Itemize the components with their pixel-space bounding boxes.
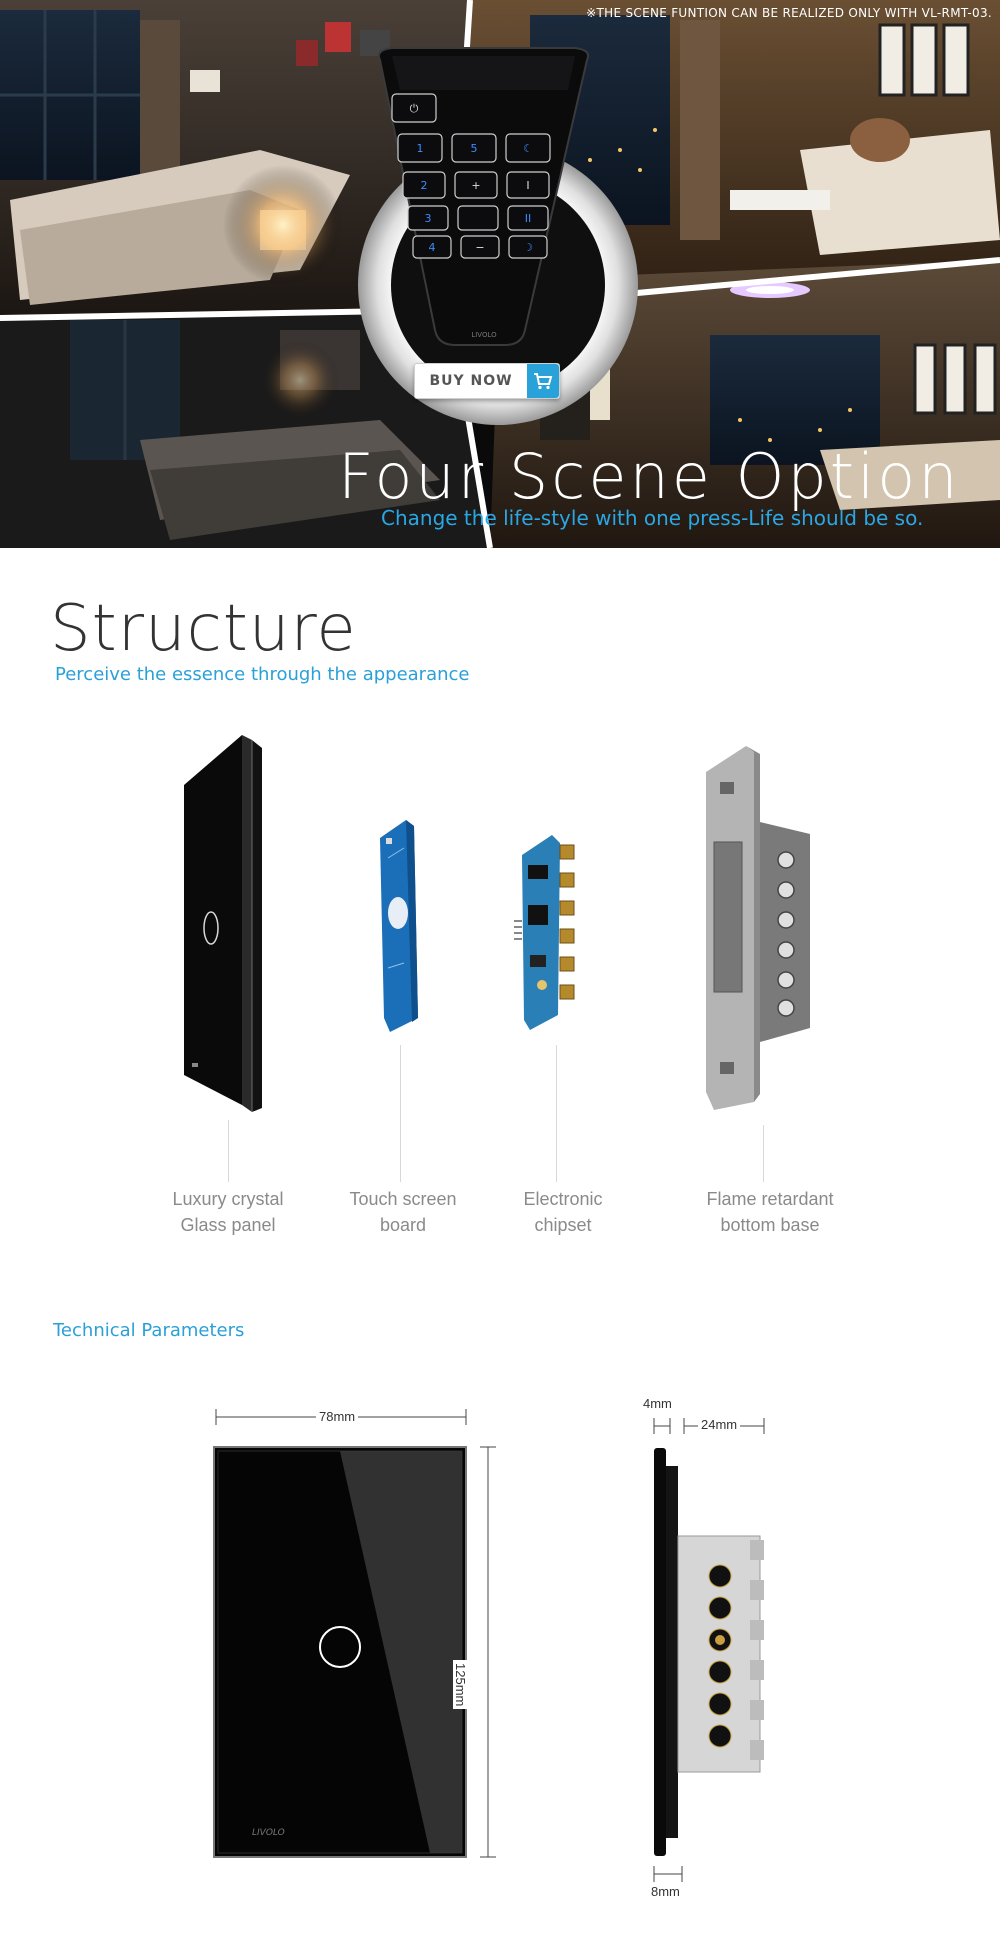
buy-now-label: BUY NOW: [429, 373, 513, 389]
component-label-line: board: [379, 1215, 427, 1235]
remote-key: [460, 235, 500, 259]
leader-line: [228, 1120, 229, 1182]
remote-key: [457, 205, 499, 231]
remote-key: [451, 133, 497, 163]
side-view-drawing: [653, 1418, 765, 1882]
touch-screen-board-image: [380, 820, 418, 1032]
remote-key-label: ☾: [523, 142, 533, 155]
electronic-chipset-image: [514, 835, 575, 1030]
width-dimension: 78mm: [316, 1409, 359, 1424]
remote-key: [407, 205, 449, 231]
remote-key-label: 1: [417, 142, 424, 155]
hero-subtitle: Change the life-style with one press-Lif…: [381, 506, 924, 530]
component-label-bottom-base: Flame retardant bottom base: [680, 1186, 860, 1238]
structure-title: Structure: [50, 592, 357, 666]
remote-key: [507, 205, 549, 231]
component-label-line: chipset: [534, 1215, 592, 1235]
glass-panel-image: [184, 735, 262, 1112]
component-label-line: Glass panel: [180, 1215, 276, 1235]
remote-key: [412, 235, 452, 259]
depth-dimension: 24mm: [698, 1417, 741, 1432]
buy-now-button[interactable]: BUY NOW: [414, 363, 560, 399]
glass-thickness-dimension: 4mm: [640, 1396, 675, 1411]
bottom-base-image: [706, 746, 810, 1110]
structure-subtitle: Perceive the essence through the appeara…: [55, 664, 470, 685]
remote-key-label: +: [471, 179, 480, 192]
component-label-line: Touch screen: [349, 1189, 457, 1209]
leader-line: [400, 1045, 401, 1182]
component-label-line: Luxury crystal: [172, 1189, 284, 1209]
total-thickness-dimension: 8mm: [648, 1884, 683, 1899]
component-label-electronic-chipset: Electronic chipset: [473, 1186, 653, 1238]
remote-key-label: ☽: [523, 241, 533, 254]
remote-key-label: I: [526, 179, 529, 192]
remote-key-label: 5: [471, 142, 478, 155]
remote-key: [505, 133, 551, 163]
remote-key: [391, 93, 437, 123]
technical-parameters-title: Technical Parameters: [53, 1320, 245, 1341]
remote-key-label: II: [525, 212, 532, 225]
remote-brand-label: LIVOLO: [471, 331, 497, 339]
panel-brand-label: LIVOLO: [252, 1828, 285, 1838]
remote-key-label: ⏻: [410, 102, 419, 115]
remote-key-label: −: [475, 241, 484, 254]
remote-key: [508, 235, 548, 259]
component-label-glass-panel: Luxury crystal Glass panel: [138, 1186, 318, 1238]
remote-keypad: ⏻ 1 5 ☾ 2 + I 3 II 4 − ☽ LIVOLO: [391, 93, 551, 339]
leader-line: [763, 1125, 764, 1182]
hero-title: Four Scene Option: [338, 440, 961, 513]
shopping-cart-icon: [527, 364, 559, 398]
hero-background-image: [0, 0, 1000, 548]
leader-line: [556, 1045, 557, 1182]
remote-key-label: 4: [429, 241, 436, 254]
component-label-touch-screen-board: Touch screen board: [313, 1186, 493, 1238]
height-dimension: 125mm: [453, 1660, 468, 1710]
remote-key: [402, 171, 446, 199]
front-view-drawing: LIVOLO: [213, 1409, 496, 1858]
remote-key: [397, 133, 443, 163]
scene-function-note: ※THE SCENE FUNTION CAN BE REALIZED ONLY …: [586, 6, 992, 20]
remote-key-label: 2: [421, 179, 428, 192]
remote-key: [506, 171, 550, 199]
hero-banner: ⏻ 1 5 ☾ 2 + I 3 II 4 − ☽ LIVOLO ※THE SCENE FUNTION …: [0, 0, 1000, 548]
remote-key-label: 3: [425, 212, 432, 225]
component-label-line: Electronic: [523, 1189, 603, 1209]
remote-key: [454, 171, 498, 199]
component-label-line: bottom base: [720, 1215, 820, 1235]
component-label-line: Flame retardant: [706, 1189, 834, 1209]
